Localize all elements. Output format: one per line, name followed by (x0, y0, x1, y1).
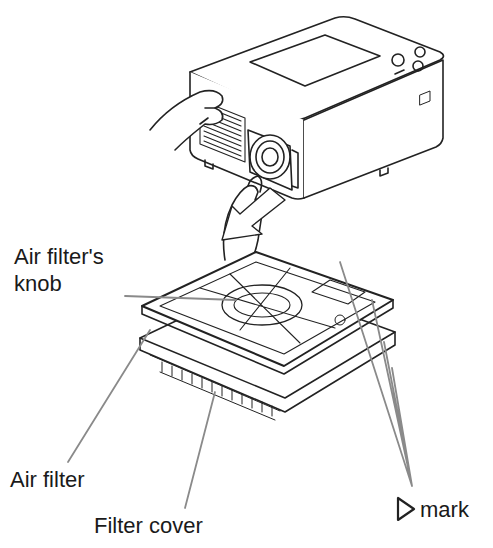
part-label: Filter cover (94, 512, 254, 539)
part-label: Air filter's knob (14, 243, 144, 297)
part-label: Air filter (10, 466, 150, 493)
mark-symbol (398, 498, 414, 520)
symbol-label: mark (420, 496, 490, 523)
